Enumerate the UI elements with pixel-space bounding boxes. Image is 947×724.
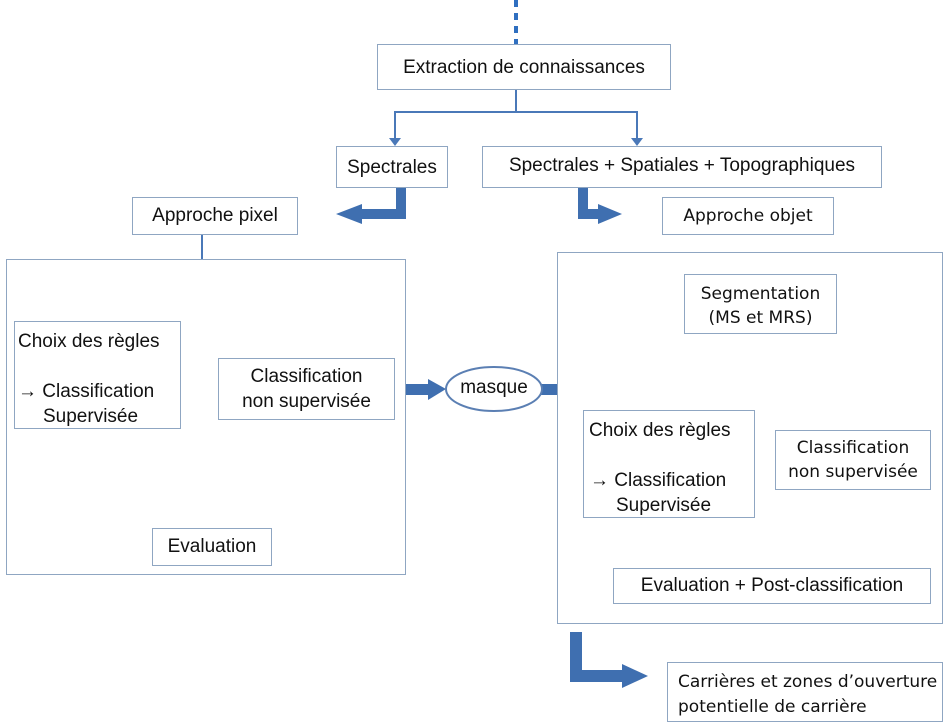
spectrales-combo-box: Spectrales + Spatiales + Topographiques — [482, 146, 882, 188]
extraction-box: Extraction de connaissances — [377, 44, 671, 90]
left-nonsup-line2: non supervisée — [242, 391, 371, 412]
approche-objet-box: Approche objet — [662, 197, 834, 235]
right-choix-line1: Choix des règles — [589, 420, 731, 441]
masque-ellipse — [445, 366, 543, 412]
big-arrow-to-approche-pixel — [336, 188, 406, 224]
left-nonsup-box: Classification non supervisée — [218, 358, 395, 420]
extraction-label: Extraction de connaissances — [403, 57, 645, 78]
connector-extraction-split — [394, 90, 517, 142]
approche-pixel-box: Approche pixel — [132, 197, 298, 235]
spectrales-label: Spectrales — [347, 157, 437, 178]
big-arrow-to-approche-objet — [578, 188, 622, 224]
big-arrow-left-to-masque — [404, 379, 446, 400]
left-evaluation-box: Evaluation — [152, 528, 272, 566]
right-choix-line2: → Classification — [590, 470, 727, 491]
segmentation-box: Segmentation (MS et MRS) — [684, 274, 837, 334]
output-line1: Carrières et zones d’ouverture — [678, 672, 938, 692]
output-box: Carrières et zones d’ouverture potentiel… — [667, 662, 943, 722]
big-arrow-to-output — [570, 632, 648, 688]
right-choix-line3: Supervisée — [616, 495, 712, 516]
output-line2: potentielle de carrière — [678, 697, 867, 717]
right-nonsup-line2: non supervisée — [788, 462, 918, 482]
segmentation-line2: (MS et MRS) — [708, 308, 813, 328]
left-choix-box: Choix des règles → Classification Superv… — [14, 321, 181, 429]
right-nonsup-line1: Classification — [796, 438, 910, 458]
approche-objet-label: Approche objet — [683, 206, 813, 226]
spectrales-box: Spectrales — [336, 146, 448, 188]
left-choix-line2: → Classification — [18, 381, 155, 402]
segmentation-line1: Segmentation — [700, 284, 821, 304]
left-evaluation-label: Evaluation — [167, 536, 257, 557]
right-evaluation-box: Evaluation + Post-classification — [613, 568, 931, 604]
left-choix-line1: Choix des règles — [18, 331, 160, 352]
right-evaluation-label: Evaluation + Post-classification — [640, 575, 904, 596]
approche-pixel-label: Approche pixel — [152, 205, 278, 226]
left-choix-line3: Supervisée — [43, 406, 139, 427]
spectrales-combo-label: Spectrales + Spatiales + Topographiques — [508, 155, 856, 176]
left-nonsup-line1: Classification — [250, 366, 363, 387]
right-choix-box: Choix des règles → Classification Superv… — [583, 410, 755, 518]
masque-label: masque — [460, 377, 528, 398]
right-nonsup-box: Classification non supervisée — [775, 430, 931, 490]
